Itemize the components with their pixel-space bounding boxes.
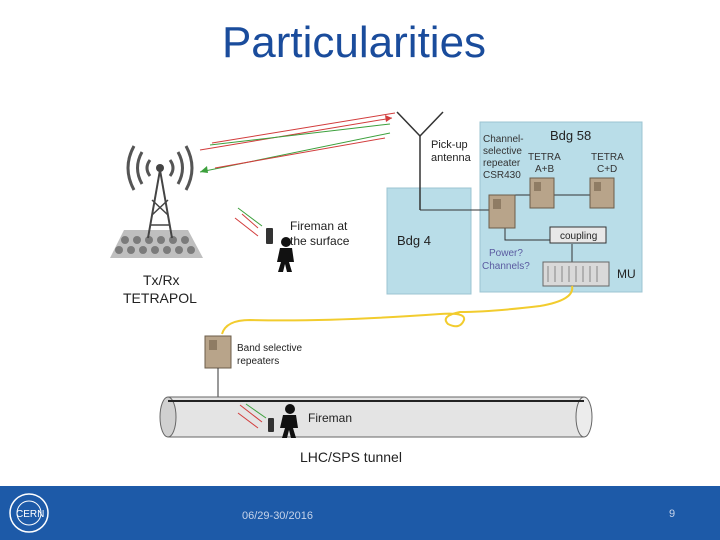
tunnel-label: LHC/SPS tunnel — [300, 449, 402, 465]
fireman-tunnel-icon — [268, 404, 298, 438]
band-line2: repeaters — [237, 356, 279, 367]
fireman-tunnel-label: Fireman — [308, 411, 352, 425]
radio-signal-arrows-top — [199, 112, 396, 173]
arrowhead — [200, 166, 208, 173]
slide-footer: CERN 06/29-30/2016 9 — [0, 486, 720, 540]
slide-title: Particularities — [221, 18, 487, 67]
signal-line-green — [209, 123, 391, 146]
band-selective-repeater-icon — [204, 335, 232, 400]
page-number: 9 — [669, 508, 676, 520]
bdg4-label: Bdg 4 — [397, 233, 431, 248]
fireman-surface-signal-icon — [234, 207, 263, 237]
svg-text:CERN: CERN — [16, 509, 44, 520]
tetra-ab-line1: TETRA — [528, 152, 561, 163]
channel-line3: repeater — [483, 158, 521, 169]
lhc-sps-tunnel — [159, 396, 593, 438]
signal-line-red — [211, 112, 396, 144]
signal-line-red — [214, 137, 386, 169]
tetra-ab-line2: A+B — [535, 164, 555, 175]
pickup-antenna-icon — [396, 111, 444, 210]
footer-date: 06/29-30/2016 — [242, 510, 313, 522]
power-line2: Channels? — [482, 261, 530, 272]
fireman-surface-line1: Fireman at — [290, 219, 348, 233]
fireman-surface-icon — [266, 228, 294, 272]
master-unit-rack-icon — [542, 261, 610, 287]
mu-label: MU — [617, 267, 636, 281]
tetra-cd-line1: TETRA — [591, 152, 624, 163]
coupling-box — [549, 226, 607, 244]
arrowhead — [385, 115, 392, 122]
txrx-label: Tx/Rx — [143, 272, 180, 288]
power-line1: Power? — [489, 248, 523, 259]
coupling-label: coupling — [560, 231, 597, 242]
tetra-cd-line2: C+D — [597, 164, 617, 175]
signal-line-red — [199, 117, 393, 151]
band-line1: Band selective — [237, 343, 302, 354]
bdg4-building — [386, 187, 472, 295]
signal-line-green — [199, 132, 391, 173]
channel-line2: selective — [483, 146, 522, 157]
channel-line1: Channel- — [483, 134, 524, 145]
pickup-line2: antenna — [431, 152, 472, 164]
fireman-tunnel-signal-icon — [237, 403, 267, 429]
pickup-line1: Pick-up — [431, 139, 468, 151]
tetrapol-label: TETRAPOL — [123, 290, 197, 306]
fireman-surface-line2: the surface — [290, 234, 350, 248]
channel-line4: CSR430 — [483, 170, 521, 181]
tetrapol-tower-icon — [110, 145, 203, 258]
tetra-ab-repeater-icon — [529, 177, 555, 209]
cern-logo-icon: CERN — [9, 493, 49, 533]
tetra-cd-repeater-icon — [589, 177, 615, 209]
bdg58-label: Bdg 58 — [550, 128, 591, 143]
fiber-cable — [221, 285, 574, 335]
channel-repeater-csr430-icon — [488, 194, 516, 229]
